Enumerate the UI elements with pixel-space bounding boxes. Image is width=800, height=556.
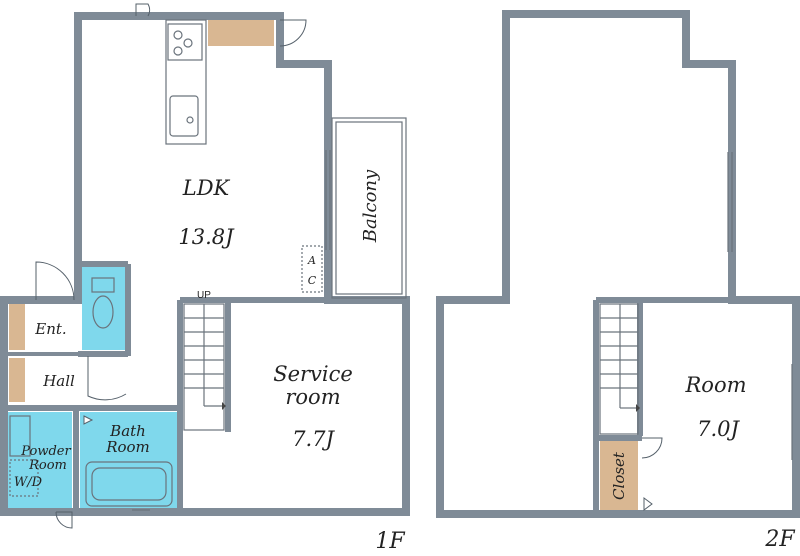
closet-fill	[600, 440, 638, 512]
toilet-icon	[91, 277, 115, 293]
ent-storage-fill	[9, 304, 25, 350]
entry-door-swing	[35, 261, 75, 301]
stove-icon	[167, 23, 203, 61]
bath-room-label: Bath	[109, 422, 146, 440]
closet-label: Closet	[610, 451, 628, 500]
floor-2f	[436, 10, 800, 518]
powder-room-label2: Room	[28, 458, 67, 473]
exterior-wall-2f	[436, 10, 800, 518]
bath-door-mark	[83, 415, 94, 425]
wd-label: W/D	[14, 475, 43, 490]
washer-icon	[9, 459, 39, 497]
stairs-1f	[183, 303, 226, 431]
powder-sink-icon	[9, 415, 31, 457]
kitchen-storage-fill	[208, 20, 274, 46]
closet-door-swing	[641, 437, 663, 459]
stairs-2f	[599, 303, 640, 435]
bottom-door-swing	[55, 511, 73, 529]
balcony-label: Balcony	[360, 169, 381, 243]
hall-label: Hall	[42, 372, 75, 390]
balcony-inner	[335, 121, 403, 295]
floor-2f-label: 2F	[764, 527, 795, 552]
closet-door-mark	[643, 497, 653, 511]
sink-icon	[169, 95, 199, 137]
floor-1f	[0, 3, 410, 529]
service-room-label: Service	[273, 362, 353, 386]
hall-storage-fill	[9, 358, 25, 402]
ldk-size: 13.8J	[178, 225, 235, 249]
powder-room-label: Powder	[20, 444, 71, 459]
room-2f-size: 7.0J	[697, 417, 740, 441]
kitchen-counter	[165, 19, 207, 145]
service-room-label2: room	[285, 385, 340, 409]
ldk-label: LDK	[182, 176, 231, 200]
stairs-up-label: UP	[197, 290, 211, 301]
balcony	[331, 117, 407, 299]
top-door-swing	[135, 3, 151, 17]
room-2f-label: Room	[684, 373, 746, 397]
floor-1f-label: 1F	[375, 529, 405, 554]
ac-unit	[301, 245, 323, 293]
ac-label-c: C	[308, 274, 317, 287]
ent-label: Ent.	[34, 320, 66, 338]
bath-room-label2: Room	[105, 438, 150, 456]
exterior-wall-1f	[0, 12, 410, 516]
ac-label-a: A	[307, 254, 316, 267]
bathtub-icon	[85, 461, 173, 507]
hall-door-swing	[87, 356, 127, 401]
toilet-fill	[82, 264, 125, 350]
kitchen-door-swing	[279, 19, 307, 47]
service-room-size: 7.7J	[292, 427, 335, 451]
